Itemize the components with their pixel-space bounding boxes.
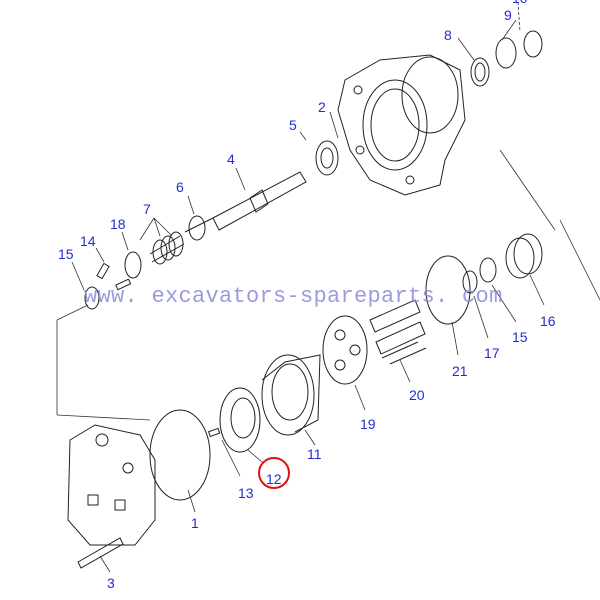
watermark: www. excavators-spareparts. com [84, 284, 503, 309]
label-15a: 15 [58, 246, 74, 262]
label-8: 8 [444, 27, 452, 43]
highlight-circle [258, 457, 290, 489]
pistons-and-retainer [322, 299, 427, 411]
motor-housing [337, 54, 466, 196]
label-20: 20 [409, 387, 425, 403]
shaft-assembly [56, 111, 339, 421]
label-9: 9 [504, 7, 512, 23]
label-19: 19 [360, 416, 376, 432]
label-10: 10 [512, 0, 528, 6]
label-18: 18 [110, 216, 126, 232]
cylinder-block [149, 354, 321, 513]
label-15b: 15 [512, 329, 528, 345]
label-1: 1 [191, 515, 199, 531]
label-17: 17 [484, 345, 500, 361]
label-14: 14 [80, 233, 96, 249]
label-11: 11 [307, 446, 322, 462]
label-5: 5 [289, 117, 297, 133]
label-3: 3 [107, 575, 115, 591]
label-16: 16 [540, 313, 556, 329]
label-6: 6 [176, 179, 184, 195]
label-13: 13 [238, 485, 254, 501]
label-2: 2 [318, 99, 326, 115]
valve-case [67, 424, 156, 573]
seals-and-rings-top [457, 1, 543, 87]
label-12: 12 [266, 471, 282, 487]
label-4: 4 [227, 151, 235, 167]
label-7: 7 [143, 201, 151, 217]
label-21: 21 [452, 363, 468, 379]
part-labels: 10 9 8 2 5 4 6 7 18 14 15 16 15 17 21 20… [58, 0, 556, 591]
spring-and-plates [425, 149, 600, 356]
